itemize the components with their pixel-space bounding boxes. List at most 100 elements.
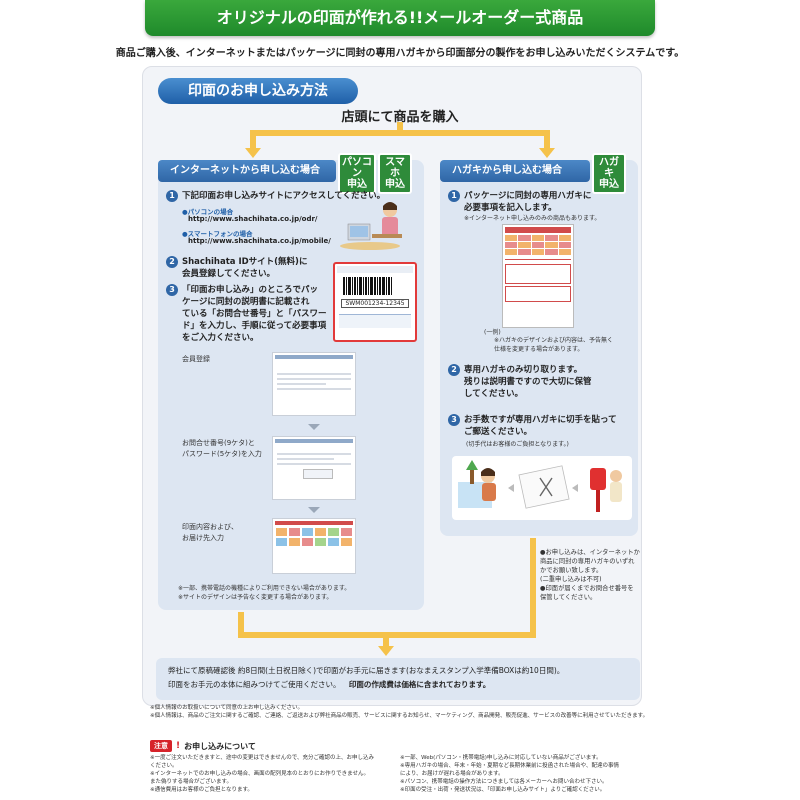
delivery-notice: 弊社にて原稿確認後 約8日間(土日祝日除く)で印面がお手元に届きます(おなまえス…: [156, 658, 640, 700]
postcard-header: ハガキから申し込む場合: [440, 160, 590, 182]
pc-badge-sub: 申込: [347, 179, 367, 190]
pc-badge-label: パソコン: [342, 157, 372, 179]
right-arrow-head: [539, 148, 555, 158]
mailing-illustration: [452, 456, 632, 520]
caution-left-line: ※通信費用はお客様のご負担となります。: [150, 787, 253, 793]
internet-step-2-line-1: Shachihata IDサイト(無料)に: [182, 257, 308, 267]
postcard-step3-note: (切手代はお客様のご負担となります。): [466, 441, 569, 448]
caution-right-line: ※専用ハガキの場合、年末・年始・夏期など長期休業前に投函された場合や、配達の事情: [400, 763, 619, 769]
internet-note-line: ※サイトのデザインは予告なく変更する場合があります。: [178, 594, 333, 601]
internet-step-2-line-2: 会員登録してください。: [182, 269, 275, 279]
caution-left-line: ※インターネットでのお申し込みの場合、画面の配列見本のとおりにお作りできません。: [150, 771, 369, 777]
design-note-line: ※ハガキのデザインおよび内容は、予告無く: [494, 337, 614, 344]
postcard-step3-line: お手数ですが専用ハガキに切手を貼って: [464, 415, 617, 425]
intro-text: 商品ご購入後、インターネットまたはパッケージに同封の専用ハガキから印面部分の製作…: [115, 48, 685, 59]
step-2-number: 2: [166, 256, 178, 268]
notice-line-1: 弊社にて原稿確認後 約8日間(土日祝日除く)で印面がお手元に届きます(おなまえス…: [168, 666, 565, 675]
thumb-label-content: 印面内容および、 お届け先入力: [182, 522, 238, 544]
left-arrow-stem: [250, 130, 256, 150]
postcard-step-2: 専用ハガキのみ切り取ります。 残りは説明書ですので大切に保管 してください。: [464, 364, 634, 400]
flow-down-arrow: [308, 507, 320, 513]
postcard-badge-label: ハガキ: [599, 157, 619, 179]
postcard-step1-line: 必要事項を記入します。: [464, 203, 557, 213]
internet-header: インターネットから申し込む場合: [158, 160, 336, 182]
thumb-label-password: お問合せ番号(9ケタ)と パスワード(5ケタ)を入力: [182, 438, 262, 460]
caution-right-line: ※パソコン、携帯電話の操作方法につきましては各メーカーへお問い合わせ下さい。: [400, 779, 608, 785]
postcard-badge-sub: 申込: [599, 179, 619, 190]
postcard-step1-note: ※インターネット申し込みのみの商品もあります。: [464, 215, 601, 222]
internet-note: ※一部、携帯電話の機種によりご利用できない場合があります。 ※サイトのデザインは…: [178, 584, 418, 602]
step3-line: ド」を入力し、手順に従って必要事項: [182, 321, 327, 331]
caution-tag: 注意: [150, 740, 172, 752]
store-purchase-label: 店頭にて商品を購入: [341, 110, 459, 125]
caution-left-line: ※一度ご注文いただきますと、途中の変更はできませんので、充分ご確認の上、お申し込…: [150, 755, 375, 761]
content-screenshot: [272, 518, 356, 574]
caution-right-line: ※印面の受注・出荷・発送状況は、「印面お申し込みサイト」よりご確認ください。: [400, 787, 606, 793]
postcard-sample-label: (一例): [484, 329, 501, 336]
sp-url-link[interactable]: http://www.shachihata.co.jp/mobile/: [188, 237, 331, 245]
postcard-step-1-number: 1: [448, 190, 460, 202]
postcard-step-3-number: 3: [448, 414, 460, 426]
step3-line: ている「お問合せ番号」と「パスワー: [182, 309, 327, 319]
caution-heading: 注意 ! お申し込みについて: [150, 740, 256, 752]
method-title: 印面のお申し込み方法: [158, 78, 358, 104]
internet-step-1: 下記印面お申し込みサイトにアクセスしてください。: [182, 191, 386, 201]
postcard-sample: [502, 224, 574, 328]
warning-icon: !: [176, 741, 181, 751]
notice-line-2a: 印面をお手元の本体に組みつけてご使用ください。: [168, 680, 341, 689]
left-arrow-head: [245, 148, 261, 158]
mailing-scene-icon: [458, 460, 622, 512]
step-1-number: 1: [166, 190, 178, 202]
side-note-line: (二重申し込みは不可): [540, 576, 602, 583]
postcard-design-note: ※ハガキのデザインおよび内容は、予告無く 仕様を変更する場合があります。: [494, 336, 634, 354]
inquiry-number-card: SWM001234-12345: [333, 262, 417, 342]
privacy-line: ※個人情報のお取扱いについて同意の上お申し込みください。: [150, 705, 303, 711]
flow-down-arrow: [308, 424, 320, 430]
thumb3-line: お届け先入力: [182, 534, 224, 542]
privacy-line: ※個人情報は、商品のご注文に関するご確認、ご連絡、ご返送および弊社商品の販売、サ…: [150, 713, 649, 719]
barcode: [343, 277, 407, 295]
side-note-line: 保管してください。: [540, 594, 597, 601]
side-note-line: 商品に同封の専用ハガキのいずれ: [540, 558, 635, 565]
postcard-step2-line: してください。: [464, 389, 523, 399]
thumb3-line: 印面内容および、: [182, 523, 238, 531]
thumb2-line: パスワード(5ケタ)を入力: [182, 450, 262, 458]
side-note-line: ●印面が届くまでお問合せ番号を: [540, 585, 634, 592]
card-bottom: [339, 314, 411, 328]
step3-line: ケージに同封の説明書に記載され: [182, 297, 310, 307]
caution-right-line: ※一部、Web(パソコン・携帯電話)申し込みに対応していない商品がございます。: [400, 755, 602, 761]
merge-down-stem: [383, 632, 389, 648]
caution-left: ※一度ご注文いただきますと、途中の変更はできませんので、充分ご確認の上、お申し込…: [150, 754, 390, 794]
privacy-notes: ※個人情報のお取扱いについて同意の上お申し込みください。 ※個人情報は、商品のご…: [150, 704, 650, 720]
internet-note-line: ※一部、携帯電話の機種によりご利用できない場合があります。: [178, 585, 351, 592]
postcard-side-notes: ●お申し込みは、インターネットか 商品に同封の専用ハガキのいずれ かでお願い致し…: [540, 548, 640, 602]
internet-step-3: 「印面お申し込み」のところでパッ ケージに同封の説明書に記載され ている「お問合…: [182, 284, 332, 344]
side-note-line: ●お申し込みは、インターネットか: [540, 549, 640, 556]
card-code: SWM001234-12345: [341, 299, 409, 308]
sp-label: ●スマートフォンの場合: [182, 230, 253, 238]
design-note-line: 仕様を変更する場合があります。: [494, 346, 584, 353]
sp-badge-sub: 申込: [385, 179, 405, 190]
pc-badge: パソコン 申込: [338, 153, 376, 194]
sp-badge-label: スマホ: [385, 157, 405, 179]
postcard-step-1: パッケージに同封の専用ハガキに 必要事項を記入します。: [464, 190, 634, 214]
side-note-line: かでお願い致します。: [540, 567, 603, 574]
merge-arrow-head: [378, 646, 394, 656]
postcard-badge: ハガキ 申込: [592, 153, 626, 194]
sp-badge: スマホ 申込: [378, 153, 412, 194]
step3-line: 「印面お申し込み」のところでパッ: [182, 285, 319, 295]
person-computer-illustration: [340, 202, 402, 250]
postcard-step-3: お手数ですが専用ハガキに切手を貼って ご郵送ください。: [464, 414, 640, 438]
step-3-number: 3: [166, 284, 178, 296]
caution-right-line: により、お届けが遅れる場合があります。: [400, 771, 504, 777]
merge-right-stem: [530, 538, 536, 636]
internet-step-2: Shachihata IDサイト(無料)に 会員登録してください。: [182, 256, 332, 280]
page-banner: オリジナルの印面が作れる!!メールオーダー式商品: [145, 0, 655, 36]
merge-left-stem: [238, 612, 244, 636]
pc-url-link[interactable]: http://www.shachihata.co.jp/odr/: [188, 215, 318, 223]
postcard-step3-line: ご郵送ください。: [464, 427, 533, 437]
register-screenshot: [272, 352, 356, 416]
step3-line: をご入力ください。: [182, 333, 259, 343]
caution-left-line: また偽りする場合がございます。: [150, 779, 232, 785]
right-arrow-stem: [544, 130, 550, 150]
